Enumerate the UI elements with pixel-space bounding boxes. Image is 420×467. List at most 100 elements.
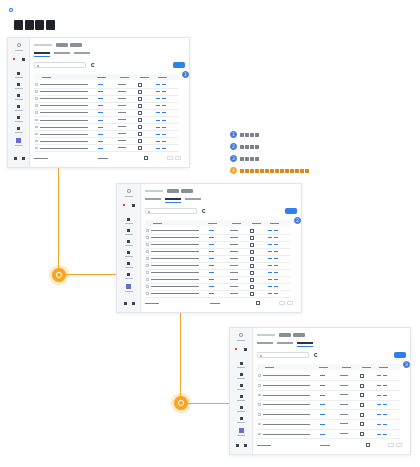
row-checkbox[interactable]: [35, 146, 38, 150]
action-link[interactable]: [155, 147, 160, 149]
row-checkbox[interactable]: [146, 292, 149, 295]
action-link[interactable]: [155, 84, 160, 86]
action-link[interactable]: [377, 404, 382, 406]
row-checkbox[interactable]: [35, 90, 38, 93]
table-row[interactable]: [34, 109, 179, 117]
calendar-icon[interactable]: [359, 432, 364, 437]
table-row[interactable]: [34, 145, 179, 152]
action-link[interactable]: [155, 140, 160, 142]
cell-link[interactable]: [209, 293, 215, 294]
nav-item-icon[interactable]: [17, 127, 20, 130]
nav-item-icon[interactable]: [239, 373, 243, 376]
action-link[interactable]: [377, 385, 382, 387]
calendar-icon[interactable]: [250, 284, 255, 289]
user-icon[interactable]: [131, 204, 135, 207]
nav-item-icon[interactable]: [127, 240, 130, 243]
table-row[interactable]: [145, 234, 291, 241]
pagination-prev[interactable]: [388, 443, 394, 447]
nav-item-icon[interactable]: [239, 406, 243, 409]
tab-1[interactable]: [34, 52, 50, 54]
action-link[interactable]: [383, 385, 388, 387]
cell-link[interactable]: [319, 375, 325, 377]
row-checkbox[interactable]: [146, 271, 149, 274]
cell-link[interactable]: [209, 230, 215, 231]
action-link[interactable]: [161, 98, 166, 100]
table-row[interactable]: [145, 241, 291, 248]
nav-item-icon[interactable]: [127, 273, 130, 276]
settings-icon[interactable]: [244, 444, 247, 447]
cell-link[interactable]: [209, 265, 215, 266]
cell-link[interactable]: [97, 84, 103, 86]
calendar-icon[interactable]: [359, 373, 364, 378]
collapse-icon[interactable]: [236, 444, 239, 447]
tab-3[interactable]: [185, 198, 201, 200]
action-link[interactable]: [267, 230, 272, 231]
row-checkbox[interactable]: [146, 236, 149, 239]
row-checkbox[interactable]: [258, 384, 261, 387]
row-checkbox[interactable]: [35, 111, 38, 114]
calendar-icon[interactable]: [250, 263, 255, 268]
cell-link[interactable]: [209, 244, 215, 245]
calendar-icon[interactable]: [138, 118, 143, 123]
calendar-icon[interactable]: [250, 277, 255, 282]
table-row[interactable]: [145, 227, 291, 234]
tab-3[interactable]: [74, 52, 90, 54]
add-button[interactable]: [173, 62, 185, 68]
table-row[interactable]: [145, 283, 291, 290]
cell-link[interactable]: [97, 147, 103, 149]
nav-item-icon[interactable]: [127, 251, 130, 254]
table-row[interactable]: [257, 429, 400, 439]
action-link[interactable]: [273, 286, 278, 287]
action-link[interactable]: [273, 244, 278, 245]
tab-1[interactable]: [145, 198, 161, 200]
nav-item-icon[interactable]: [17, 105, 20, 108]
row-checkbox[interactable]: [258, 374, 261, 377]
calendar-icon[interactable]: [138, 139, 143, 144]
cell-link[interactable]: [319, 394, 325, 396]
row-checkbox[interactable]: [146, 243, 149, 246]
table-row[interactable]: [257, 390, 400, 401]
nav-item-active-icon[interactable]: [238, 428, 244, 433]
row-checkbox[interactable]: [35, 139, 38, 143]
notification-icon[interactable]: [122, 204, 125, 206]
notification-icon[interactable]: [12, 58, 15, 60]
action-link[interactable]: [155, 98, 160, 100]
action-link[interactable]: [267, 265, 272, 266]
row-checkbox[interactable]: [258, 422, 261, 426]
action-link[interactable]: [383, 394, 388, 396]
table-row[interactable]: [34, 117, 179, 124]
row-checkbox[interactable]: [35, 83, 38, 86]
calendar-icon[interactable]: [138, 125, 143, 130]
pagination-next[interactable]: [287, 301, 293, 305]
nav-item-icon[interactable]: [17, 72, 20, 75]
cell-link[interactable]: [209, 272, 215, 273]
action-link[interactable]: [377, 414, 382, 416]
table-row[interactable]: [257, 371, 400, 381]
cell-link[interactable]: [97, 133, 103, 135]
tag-chip[interactable]: [279, 333, 291, 337]
action-link[interactable]: [161, 140, 166, 142]
table-row[interactable]: [34, 138, 179, 145]
calendar-icon[interactable]: [250, 235, 255, 240]
calendar-icon[interactable]: [359, 383, 364, 388]
cell-link[interactable]: [209, 286, 215, 287]
row-checkbox[interactable]: [258, 413, 261, 416]
calendar-icon[interactable]: [250, 249, 255, 254]
nav-item-icon[interactable]: [239, 384, 243, 387]
nav-item-icon[interactable]: [127, 229, 130, 232]
calendar-icon[interactable]: [365, 443, 370, 447]
search-input[interactable]: [257, 352, 309, 358]
action-link[interactable]: [161, 112, 166, 114]
calendar-icon[interactable]: [359, 393, 364, 398]
action-link[interactable]: [267, 272, 272, 273]
calendar-icon[interactable]: [250, 228, 255, 233]
tab-3[interactable]: [297, 342, 313, 344]
collapse-icon[interactable]: [123, 302, 127, 305]
table-row[interactable]: [145, 262, 291, 269]
pagination-prev[interactable]: [167, 156, 173, 160]
table-row[interactable]: [145, 269, 291, 276]
pagination-next[interactable]: [396, 443, 402, 447]
action-link[interactable]: [383, 414, 388, 416]
action-link[interactable]: [267, 244, 272, 245]
action-link[interactable]: [267, 237, 272, 238]
